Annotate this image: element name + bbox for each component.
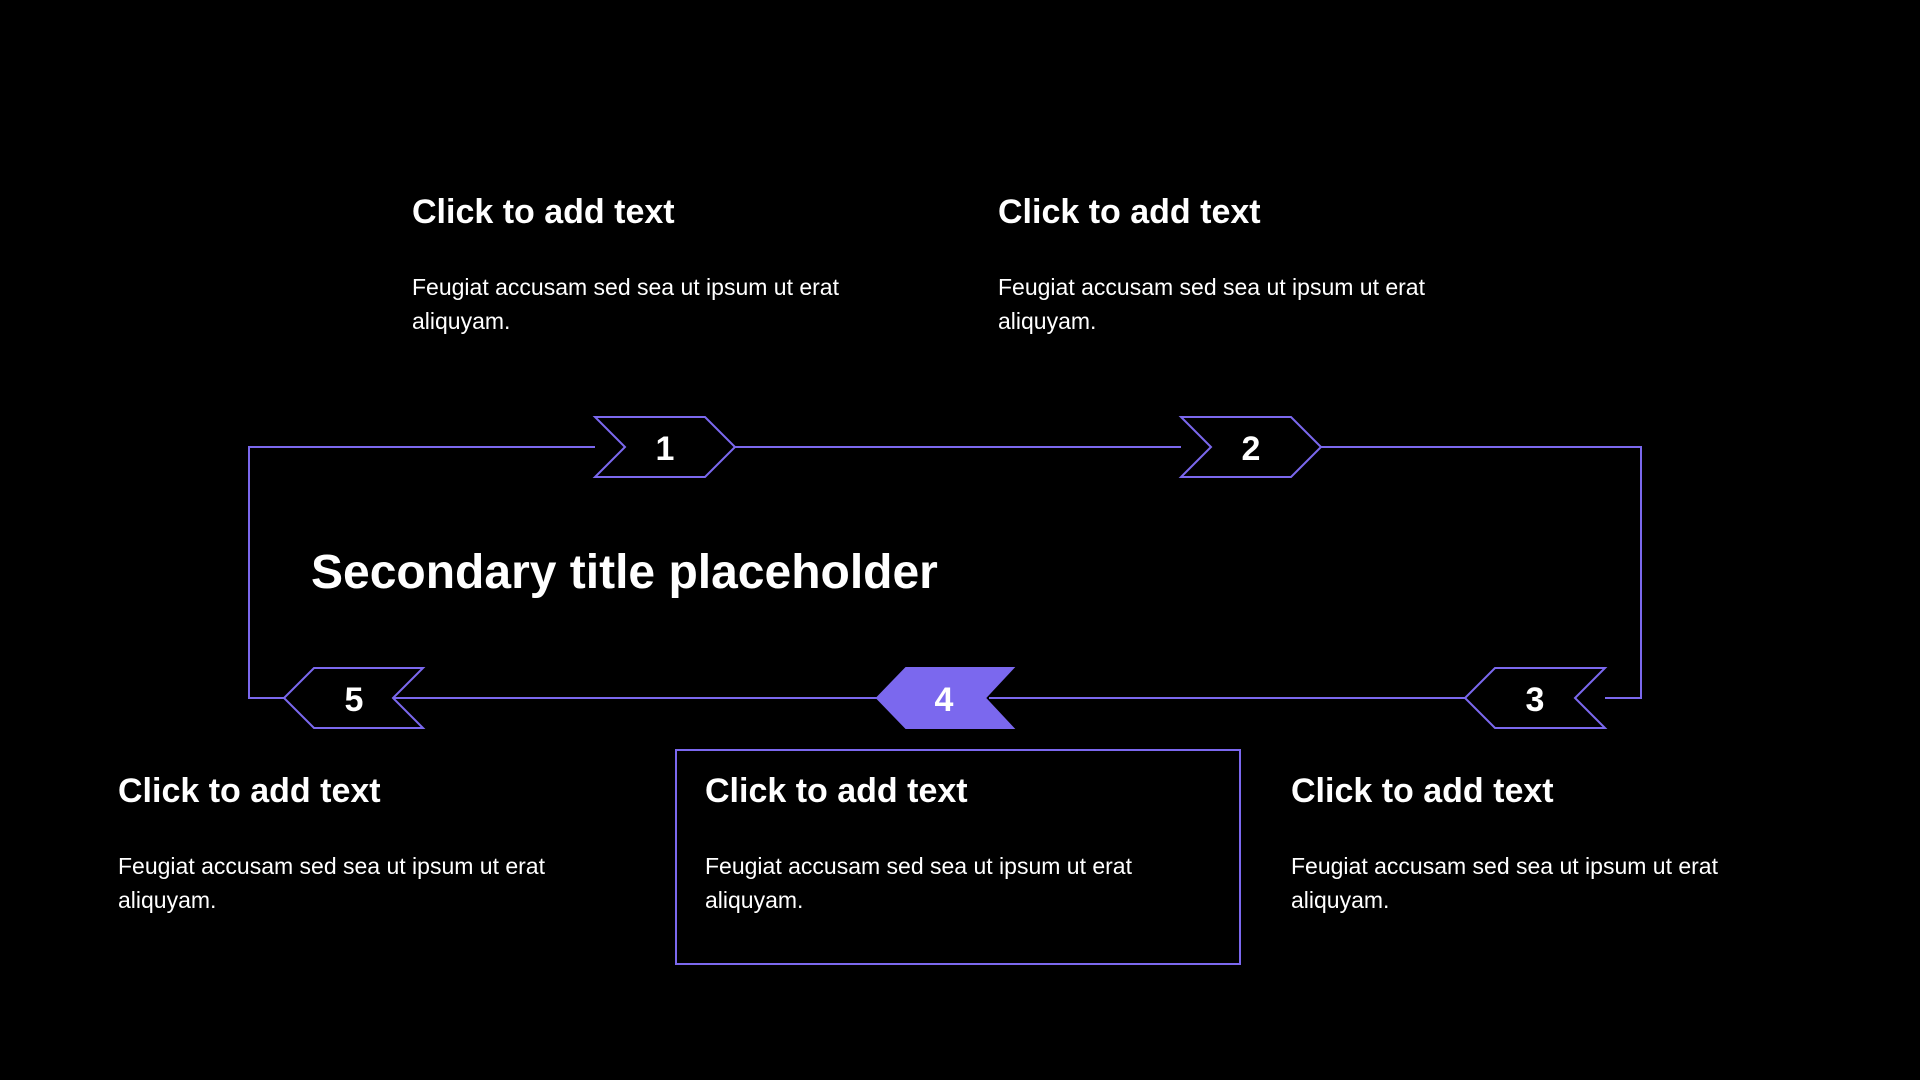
step-3-number: 3 [1526,681,1545,719]
step-4-text-block: Click to add text Feugiat accusam sed se… [705,771,1175,917]
connector-2-3 [1321,446,1642,699]
step-2-text-block: Click to add text Feugiat accusam sed se… [998,192,1468,338]
step-5-chevron[interactable]: 5 [282,667,426,729]
step-5-number: 5 [345,681,364,719]
connector-path [248,446,595,699]
step-2-chevron[interactable]: 2 [1178,416,1323,478]
step-1-chevron[interactable]: 1 [592,416,737,478]
step-3-body[interactable]: Feugiat accusam sed sea ut ipsum ut erat… [1291,853,1718,913]
step-4-number: 4 [935,681,954,719]
step-5-text-block: Click to add text Feugiat accusam sed se… [118,771,588,917]
step-2-heading[interactable]: Click to add text [998,193,1261,231]
step-1-text-block: Click to add text Feugiat accusam sed se… [412,192,882,338]
step-5-heading[interactable]: Click to add text [118,772,381,810]
step-1-number: 1 [656,430,675,468]
step-2-body[interactable]: Feugiat accusam sed sea ut ipsum ut erat… [998,274,1425,334]
step-3-chevron[interactable]: 3 [1463,667,1608,729]
step-1-body[interactable]: Feugiat accusam sed sea ut ipsum ut erat… [412,274,839,334]
step-4-body[interactable]: Feugiat accusam sed sea ut ipsum ut erat… [705,853,1132,913]
step-5-body[interactable]: Feugiat accusam sed sea ut ipsum ut erat… [118,853,545,913]
step-4-heading[interactable]: Click to add text [705,772,968,810]
step-3-text-block: Click to add text Feugiat accusam sed se… [1291,771,1761,917]
step-3-heading[interactable]: Click to add text [1291,772,1554,810]
secondary-title[interactable]: Secondary title placeholder [311,546,938,599]
step-4-highlight-box [675,749,1241,965]
step-1-heading[interactable]: Click to add text [412,193,675,231]
step-4-chevron[interactable]: 4 [875,667,1016,729]
step-2-number: 2 [1242,430,1261,468]
